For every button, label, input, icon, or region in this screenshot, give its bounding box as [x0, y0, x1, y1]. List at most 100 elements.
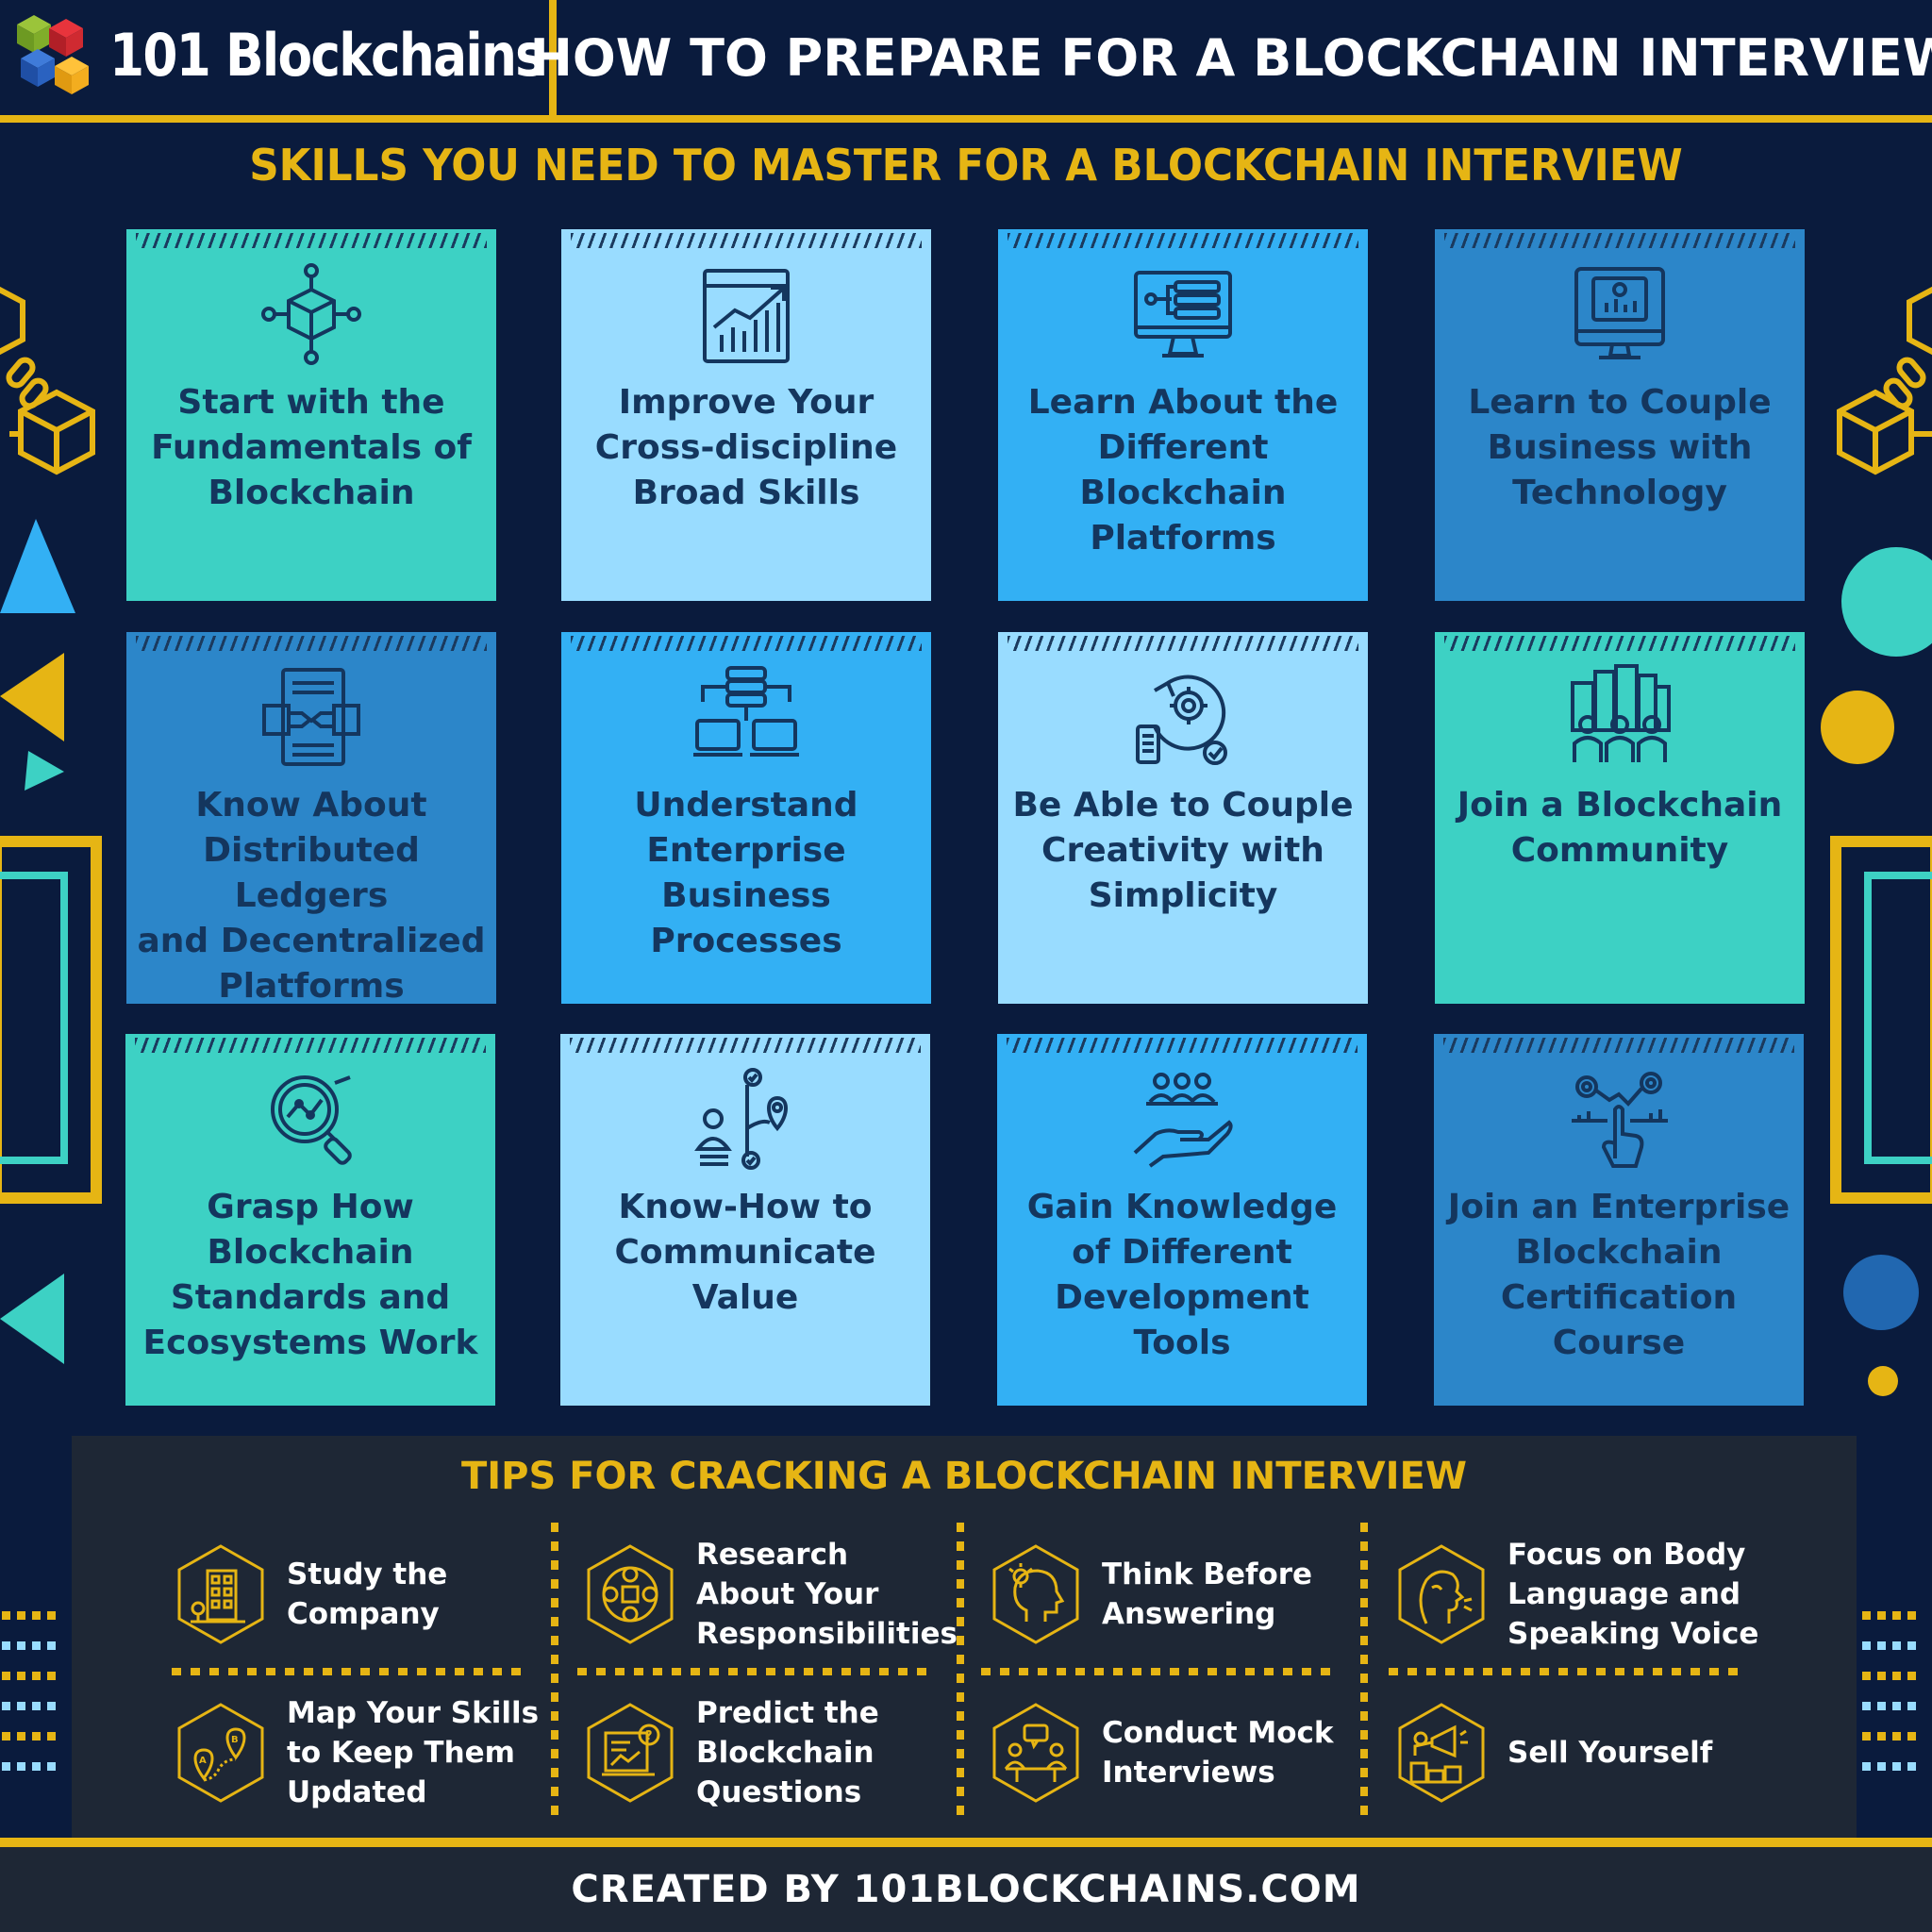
skill-card: Know-How to Communicate Value [560, 1034, 930, 1406]
card-hatch [1007, 1038, 1357, 1053]
server-laptops-icon [693, 666, 799, 757]
skill-card: Join a Blockchain Community [1435, 632, 1805, 1004]
skill-card-label: Learn About the Different Blockchain Pla… [1027, 383, 1339, 558]
svg-text:A: A [199, 1756, 207, 1766]
card-hatch [571, 233, 922, 248]
header-divider [549, 0, 557, 115]
hand-gears-icon [1572, 1072, 1668, 1168]
tip-label: Sell Yourself [1507, 1736, 1713, 1770]
circle-decoration [1843, 1255, 1919, 1330]
card-hatch [1443, 1038, 1794, 1053]
svg-text:?: ? [645, 1729, 653, 1743]
head-lightbulb-icon [992, 1544, 1079, 1644]
tip-item: Focus on Body Language and Speaking Voic… [1394, 1538, 1758, 1651]
brand-name: 101 Blockchains [109, 21, 545, 90]
skill-card-label: Be Able to Couple Creativity with Simpli… [1012, 786, 1354, 915]
community-people-icon [1571, 664, 1671, 762]
tip-label: Predict the Blockchain Questions [696, 1696, 879, 1809]
card-hatch [136, 233, 487, 248]
tip-item: Sell Yourself [1394, 1696, 1712, 1809]
face-profile-icon [1398, 1544, 1485, 1644]
skill-card: Be Able to Couple Creativity with Simpli… [998, 632, 1368, 1004]
tips-section-title: TIPS FOR CRACKING A BLOCKCHAIN INTERVIEW [461, 1455, 1467, 1498]
skill-card-label: Know-How to Communicate Value [614, 1188, 876, 1317]
map-route-icon: A B [177, 1703, 264, 1803]
skill-card-label: Know About Distributed Ledgers and Decen… [137, 786, 486, 1006]
skill-card: Know About Distributed Ledgers and Decen… [126, 632, 496, 1006]
card-hatch [571, 636, 922, 651]
skill-card-label: Grasp How Blockchain Standards and Ecosy… [142, 1188, 478, 1362]
growth-chart-icon [703, 269, 790, 363]
dotted-divider [551, 1523, 558, 1824]
tip-item: ? Predict the Blockchain Questions [583, 1696, 879, 1809]
tip-label: Research About Your Responsibilities [696, 1538, 958, 1651]
tip-item: Conduct Mock Interviews [989, 1696, 1334, 1809]
skill-card-label: Understand Enterprise Business Processes [634, 786, 858, 960]
page-title: HOW TO PREPARE FOR A BLOCKCHAIN INTERVIE… [529, 27, 1932, 88]
dotted-divider [1389, 1668, 1745, 1675]
interview-table-icon [992, 1703, 1079, 1803]
gear-process-icon [1136, 675, 1227, 765]
card-hatch [1444, 636, 1795, 651]
header: 101 Blockchains HOW TO PREPARE FOR A BLO… [0, 0, 1932, 123]
triangle-decoration [0, 653, 64, 741]
skill-card-label: Join a Blockchain Community [1457, 786, 1783, 870]
card-hatch [1008, 233, 1358, 248]
card-hatch [570, 1038, 921, 1053]
tip-label: Study the Company [287, 1557, 448, 1631]
skill-card: Grasp How Blockchain Standards and Ecosy… [125, 1034, 495, 1406]
tips-panel: TIPS FOR CRACKING A BLOCKCHAIN INTERVIEW… [72, 1436, 1857, 1838]
skill-card-label: Improve Your Cross-discipline Broad Skil… [594, 383, 898, 512]
circle-decoration [1841, 547, 1932, 657]
triangle-decoration [25, 751, 64, 791]
cube-stack-logo-icon [17, 15, 89, 94]
ledger-handshake-icon [262, 668, 360, 766]
circle-decoration [1868, 1366, 1898, 1396]
blockchain-cube-icon [261, 263, 361, 365]
monitor-analytics-icon [1574, 267, 1665, 359]
skill-card-label: Learn to Couple Business with Technology [1468, 383, 1772, 512]
frame-decoration [0, 836, 102, 1204]
dotted-divider [981, 1668, 1338, 1675]
tip-item: Think Before Answering [989, 1538, 1312, 1651]
skills-section-title: SKILLS YOU NEED TO MASTER FOR A BLOCKCHA… [249, 140, 1683, 191]
blockchain-links-decoration-icon [1837, 286, 1932, 475]
card-hatch [136, 636, 487, 651]
frame-decoration [1864, 872, 1932, 1164]
frame-decoration [0, 872, 68, 1164]
frame-decoration [1830, 836, 1932, 1204]
building-icon [177, 1544, 264, 1644]
dotted-divider [1360, 1523, 1368, 1824]
presentation-question-icon: ? [587, 1703, 674, 1803]
card-hatch [135, 1038, 486, 1053]
skill-card: Learn to Couple Business with Technology [1435, 229, 1805, 601]
person-path-icon [694, 1068, 788, 1170]
tip-item: Research About Your Responsibilities [583, 1538, 958, 1651]
triangle-decoration [0, 1274, 64, 1364]
skill-card: Gain Knowledge of Different Development … [997, 1034, 1367, 1406]
tip-label: Think Before Answering [1102, 1557, 1313, 1631]
dot-grid-decoration [1862, 1611, 1916, 1771]
magnifier-graph-icon [271, 1075, 352, 1165]
hand-team-icon [1133, 1073, 1233, 1168]
tip-item: Study the Company [174, 1538, 447, 1651]
dotted-divider [172, 1668, 528, 1675]
footer: CREATED BY 101BLOCKCHAINS.COM [0, 1838, 1932, 1932]
skill-card: Learn About the Different Blockchain Pla… [998, 229, 1368, 601]
tip-label: Map Your Skills to Keep Them Updated [287, 1696, 540, 1809]
circle-decoration [1821, 691, 1894, 764]
research-network-icon [587, 1544, 674, 1644]
tip-label: Focus on Body Language and Speaking Voic… [1507, 1538, 1759, 1651]
triangle-decoration [0, 519, 75, 613]
dot-grid-decoration [2, 1611, 56, 1771]
skill-card: Start with the Fundamentals of Blockchai… [126, 229, 496, 601]
monitor-network-icon [1134, 271, 1232, 358]
blockchain-links-decoration-icon [0, 286, 95, 475]
skill-card-label: Start with the Fundamentals of Blockchai… [151, 383, 472, 512]
dotted-divider [577, 1668, 934, 1675]
skill-card: Improve Your Cross-discipline Broad Skil… [561, 229, 931, 601]
skill-card-label: Join an Enterprise Blockchain Certificat… [1447, 1188, 1790, 1362]
card-hatch [1008, 636, 1358, 651]
skill-card-label: Gain Knowledge of Different Development … [1026, 1188, 1338, 1362]
svg-text:B: B [231, 1735, 239, 1745]
